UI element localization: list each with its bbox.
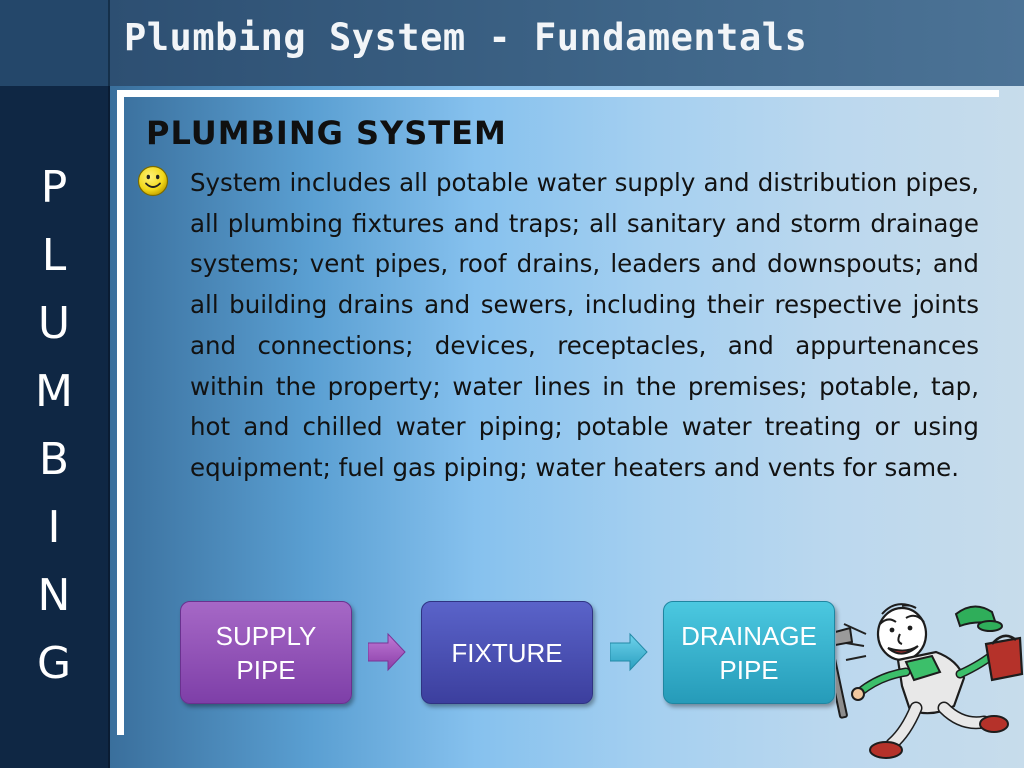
arrow-right-icon <box>368 632 406 672</box>
box-label-line: SUPPLY <box>215 620 317 651</box>
sidebar-vertical-word: P L U M B I N G <box>0 154 108 698</box>
sidebar-letter: U <box>37 298 71 349</box>
sidebar-letter: I <box>47 502 61 553</box>
sidebar-letter: G <box>36 638 72 689</box>
title-bar: Plumbing System - Fundamentals <box>110 0 1024 86</box>
smiley-icon <box>137 165 169 197</box>
corner-block <box>0 0 110 86</box>
fixture-box: FIXTURE <box>421 601 593 704</box>
sidebar-letter: N <box>37 570 71 621</box>
frame-left-line <box>117 90 124 735</box>
slide-title: Plumbing System - Fundamentals <box>124 16 808 59</box>
frame-top-line <box>117 90 999 97</box>
section-heading: PLUMBING SYSTEM <box>146 114 507 152</box>
drainage-pipe-box: DRAINAGE PIPE <box>663 601 835 704</box>
arrow-right-icon <box>610 632 648 672</box>
sidebar-letter: B <box>38 434 70 485</box>
box-label-line: DRAINAGE <box>681 620 817 651</box>
box-label-line: FIXTURE <box>451 637 563 668</box>
sidebar-letter: P <box>40 162 68 213</box>
sidebar: P L U M B I N G <box>0 86 110 768</box>
body-paragraph: System includes all potable water supply… <box>190 168 979 482</box>
supply-pipe-box: SUPPLY PIPE <box>180 601 352 704</box>
plumber-icon <box>836 603 1024 759</box>
sidebar-letter: L <box>41 230 67 281</box>
box-label-line: PIPE <box>719 654 779 685</box>
box-label-line: PIPE <box>236 654 296 685</box>
sidebar-letter: M <box>35 366 73 417</box>
